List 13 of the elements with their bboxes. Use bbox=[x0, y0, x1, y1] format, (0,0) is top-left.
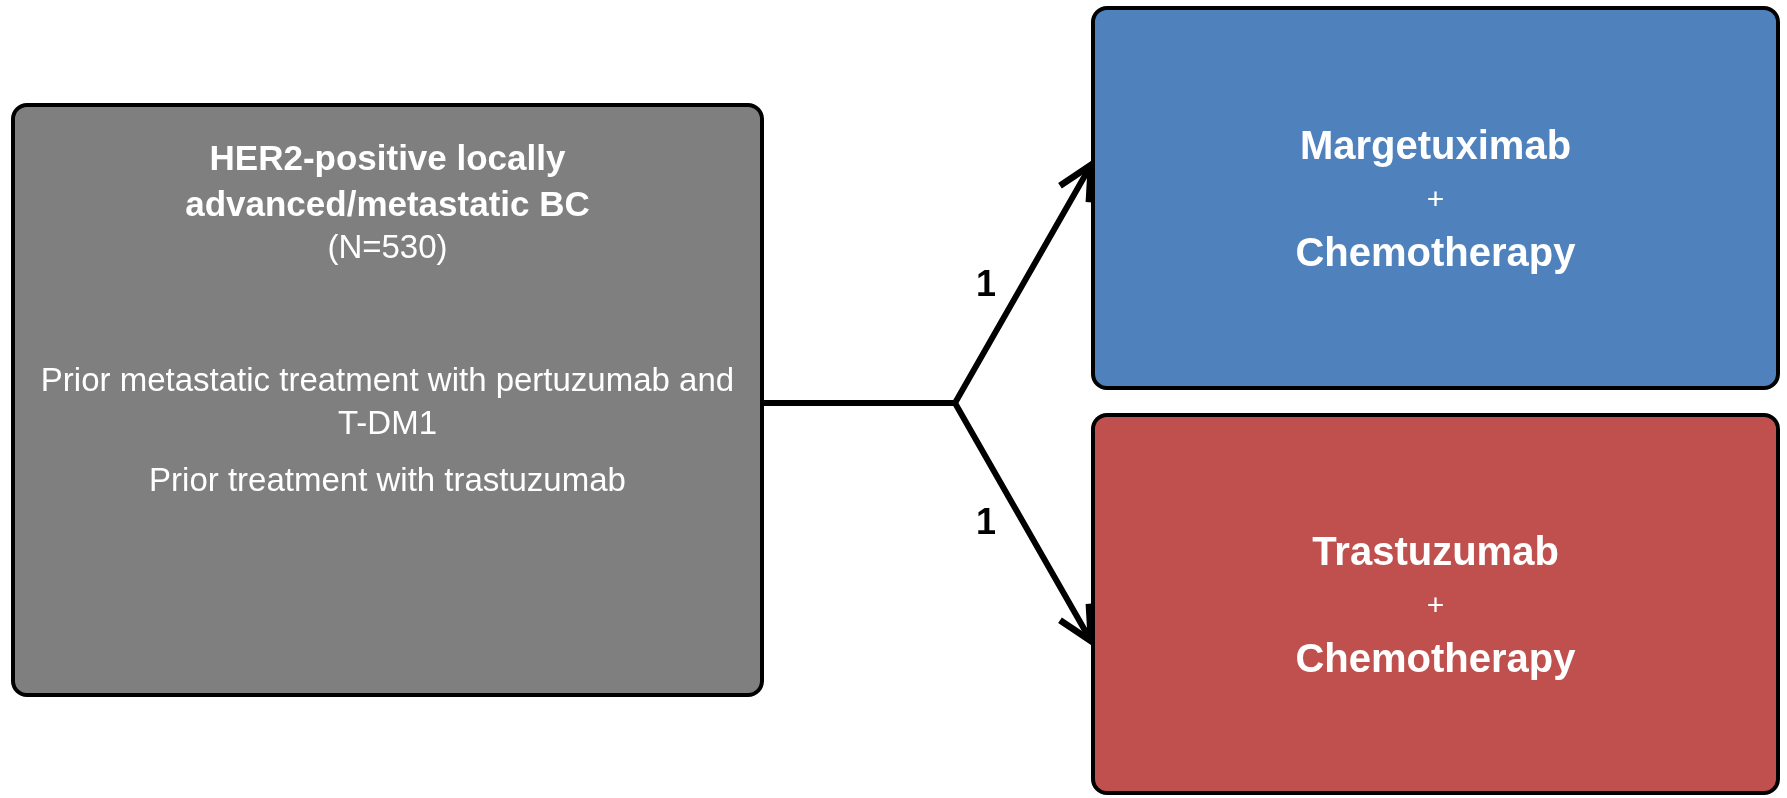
box-text: Chemotherapy bbox=[1295, 228, 1576, 276]
box-text: (N=530) bbox=[327, 227, 448, 267]
arm-box bbox=[1091, 6, 1780, 390]
box-text: + bbox=[1426, 180, 1445, 217]
box-text: Prior treatment with trastuzumab bbox=[149, 459, 626, 500]
box-text: + bbox=[1426, 586, 1445, 623]
box-text: HER2-positive locally advanced/metastatic BC bbox=[184, 137, 591, 225]
arm-box bbox=[11, 103, 764, 697]
arm-box bbox=[1091, 413, 1780, 795]
box-text: Chemotherapy bbox=[1295, 634, 1576, 682]
box-text: Trastuzumab bbox=[1312, 527, 1559, 575]
box-text: Margetuximab bbox=[1299, 121, 1572, 169]
box-text: Prior metastatic treatment with pertuzumab and T-DM1 bbox=[39, 359, 736, 443]
